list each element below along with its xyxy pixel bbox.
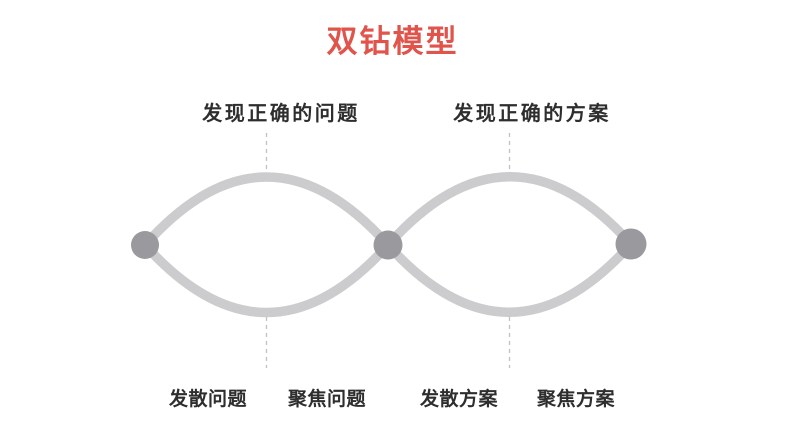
top-label-solution: 发现正确的方案: [453, 103, 611, 125]
bottom-label-diverge-solution: 发散方案: [419, 389, 499, 410]
dot-start: [131, 231, 159, 259]
lens-solution: [381, 172, 638, 317]
dot-end: [615, 228, 647, 260]
top-label-problem: 发现正确的问题: [202, 103, 360, 125]
page-title: 双钻模型: [326, 24, 459, 59]
dot-middle: [373, 230, 403, 260]
bottom-label-converge-solution: 聚焦方案: [536, 389, 616, 410]
bottom-label-diverge-problem: 发散问题: [168, 389, 248, 410]
bottom-label-converge-problem: 聚焦问题: [287, 389, 367, 410]
lens-problem: [138, 172, 395, 318]
